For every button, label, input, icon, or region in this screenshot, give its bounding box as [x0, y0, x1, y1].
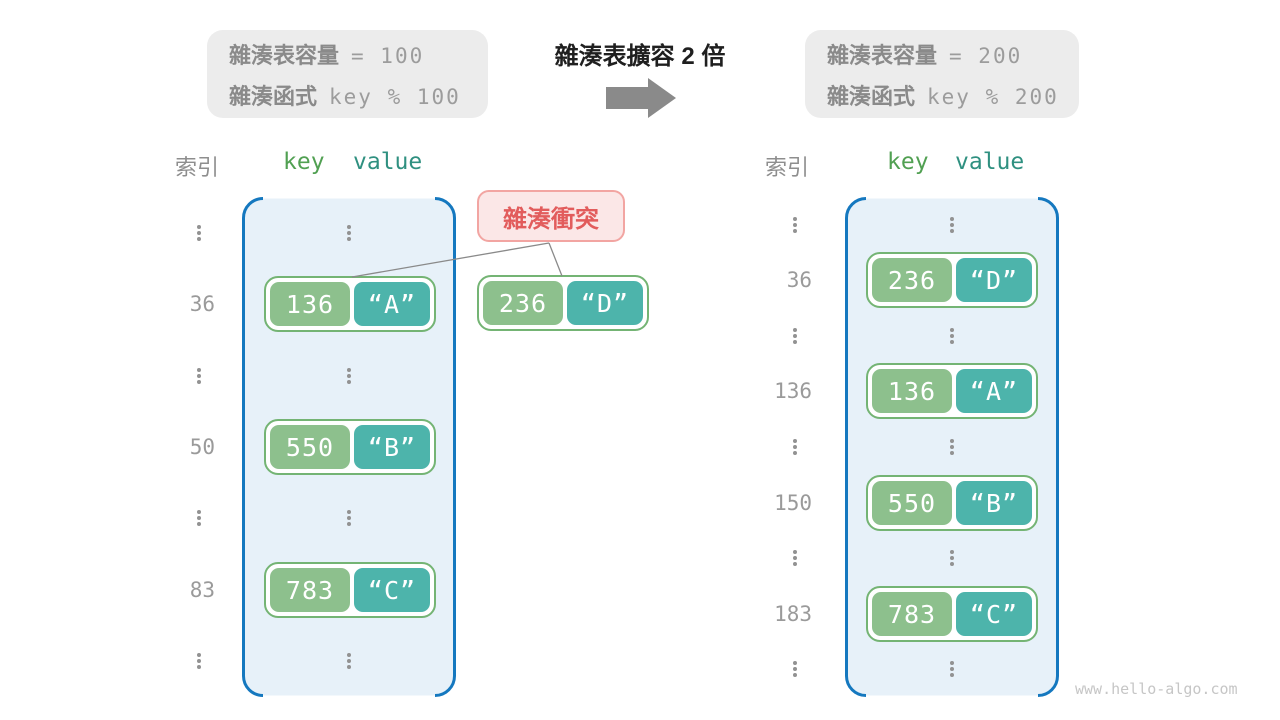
ellipsis-icon [347, 225, 351, 229]
index-label: 83 [189, 578, 215, 602]
ellipsis-icon [347, 510, 351, 514]
hash-fn-label: 雜湊函式 [229, 83, 318, 109]
ellipsis-icon [347, 653, 351, 657]
right-value-header: value [955, 149, 1025, 175]
pair-box: 783 “C” [264, 562, 436, 618]
right-arrow-icon [606, 78, 676, 118]
left-index-header: 索引 [175, 155, 220, 180]
pair-box: 783 “C” [866, 586, 1038, 642]
ellipsis-icon [793, 550, 797, 554]
ellipsis-icon [950, 328, 954, 332]
index-label: 50 [189, 435, 215, 459]
value-cell: “A” [955, 369, 1032, 413]
left-key-header: key [283, 149, 325, 175]
collision-callout: 雜湊衝突 [477, 190, 625, 242]
index-label: 150 [774, 491, 812, 515]
pair-box: 136 “A” [264, 276, 436, 332]
capacity-value: = 200 [949, 43, 1023, 68]
hash-fn-label: 雜湊函式 [827, 83, 916, 109]
diagram-title: 雜湊表擴容 2 倍 [554, 43, 726, 70]
hash-fn-line: 雜湊函式 key % 100 [229, 79, 488, 111]
value-cell: “B” [353, 425, 430, 469]
ellipsis-icon [793, 328, 797, 332]
colliding-pair-box: 236 “D” [477, 275, 649, 331]
value-cell: “A” [353, 282, 430, 326]
key-cell: 783 [872, 592, 952, 636]
pair-box: 550 “B” [866, 475, 1038, 531]
ellipsis-icon [950, 550, 954, 554]
ellipsis-icon [950, 439, 954, 443]
ellipsis-icon [197, 653, 201, 657]
key-cell: 783 [270, 568, 350, 612]
value-cell: “C” [353, 568, 430, 612]
value-cell: “C” [955, 592, 1032, 636]
index-label: 136 [774, 379, 812, 403]
ellipsis-icon [197, 368, 201, 372]
left-value-header: value [353, 149, 423, 175]
key-cell: 550 [270, 425, 350, 469]
ellipsis-icon [793, 217, 797, 221]
key-cell: 550 [872, 481, 952, 525]
right-bucket-array [845, 197, 1059, 697]
ellipsis-icon [197, 225, 201, 229]
right-index-header: 索引 [765, 155, 810, 180]
hash-fn-line: 雜湊函式 key % 200 [827, 79, 1079, 111]
key-cell: 236 [872, 258, 952, 302]
index-label: 36 [786, 268, 812, 292]
ellipsis-icon [197, 510, 201, 514]
pair-box: 236 “D” [866, 252, 1038, 308]
pair-box: 136 “A” [866, 363, 1038, 419]
capacity-value: = 100 [351, 43, 425, 68]
value-cell: “D” [566, 281, 643, 325]
watermark: www.hello-algo.com [1075, 680, 1238, 698]
right-key-header: key [887, 149, 929, 175]
ellipsis-icon [793, 439, 797, 443]
key-cell: 236 [483, 281, 563, 325]
capacity-line: 雜湊表容量 = 100 [229, 38, 488, 70]
info-box-after: 雜湊表容量 = 200 雜湊函式 key % 200 [805, 30, 1079, 118]
pair-box: 550 “B” [264, 419, 436, 475]
capacity-label: 雜湊表容量 [827, 42, 938, 68]
ellipsis-icon [950, 661, 954, 665]
ellipsis-icon [950, 217, 954, 221]
key-cell: 136 [872, 369, 952, 413]
index-label: 36 [189, 292, 215, 316]
info-box-before: 雜湊表容量 = 100 雜湊函式 key % 100 [207, 30, 488, 118]
ellipsis-icon [347, 368, 351, 372]
hash-fn-value: key % 200 [927, 84, 1059, 109]
hash-fn-value: key % 100 [329, 84, 461, 109]
capacity-label: 雜湊表容量 [229, 42, 340, 68]
index-label: 183 [774, 602, 812, 626]
ellipsis-icon [793, 661, 797, 665]
value-cell: “D” [955, 258, 1032, 302]
capacity-line: 雜湊表容量 = 200 [827, 38, 1079, 70]
value-cell: “B” [955, 481, 1032, 525]
key-cell: 136 [270, 282, 350, 326]
bucket-bracket-frame [845, 197, 1059, 697]
